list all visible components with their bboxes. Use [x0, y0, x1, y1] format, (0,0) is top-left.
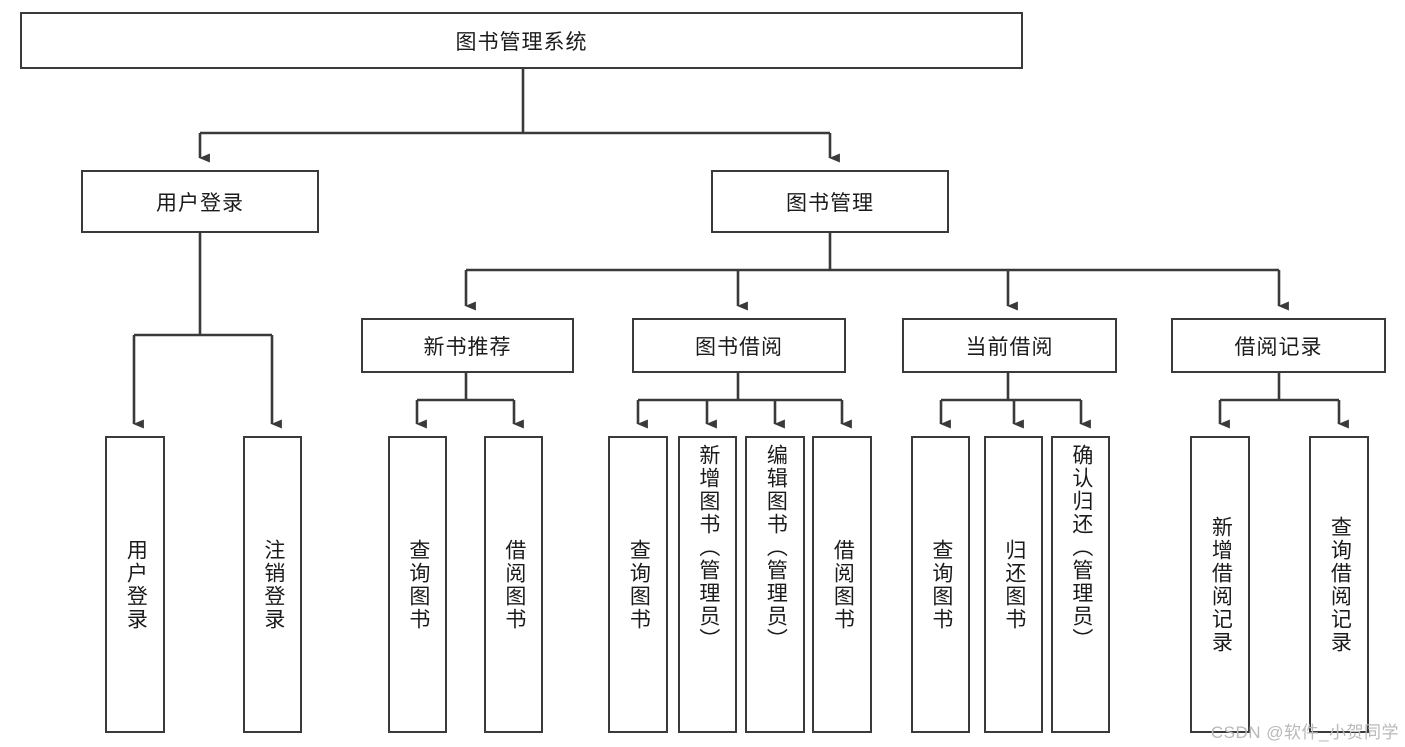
leaf-edit-book-admin[interactable]: 编辑图书（管理员）	[745, 436, 805, 733]
node-user-login[interactable]: 用户登录	[81, 170, 319, 233]
leaf-borrow-book[interactable]: 借阅图书	[812, 436, 872, 733]
leaf-query-book-recommend[interactable]: 查询图书	[388, 436, 447, 733]
node-book-management-label: 图书管理	[786, 191, 874, 215]
node-root[interactable]: 图书管理系统	[20, 12, 1023, 69]
leaf-label: 编辑图书（管理员）	[764, 444, 788, 651]
leaf-return-book[interactable]: 归还图书	[984, 436, 1043, 733]
leaf-label: 借阅图书	[502, 538, 526, 631]
node-user-login-label: 用户登录	[156, 191, 244, 215]
leaf-add-borrow-record[interactable]: 新增借阅记录	[1190, 436, 1250, 733]
leaf-label: 查询借阅记录	[1328, 515, 1352, 654]
leaf-add-book-admin[interactable]: 新增图书（管理员）	[678, 436, 737, 733]
node-borrow-records[interactable]: 借阅记录	[1171, 318, 1386, 373]
leaf-label: 查询图书	[627, 538, 651, 631]
leaf-label: 借阅图书	[831, 538, 855, 631]
leaf-label: 注销登录	[261, 538, 285, 631]
leaf-query-book-current[interactable]: 查询图书	[911, 436, 970, 733]
leaf-query-book-borrow[interactable]: 查询图书	[608, 436, 668, 733]
leaf-label: 归还图书	[1002, 538, 1026, 631]
node-new-book-recommend-label: 新书推荐	[423, 335, 512, 359]
leaf-label: 确认归还（管理员）	[1069, 444, 1093, 651]
node-book-management[interactable]: 图书管理	[711, 170, 949, 233]
watermark: CSDN @软件_小贺同学	[1210, 723, 1399, 742]
node-book-borrow-label: 图书借阅	[695, 335, 783, 359]
leaf-label: 新增借阅记录	[1209, 515, 1233, 654]
leaf-user-login[interactable]: 用户登录	[105, 436, 165, 733]
leaf-label: 查询图书	[929, 538, 953, 631]
node-borrow-records-label: 借阅记录	[1234, 335, 1323, 359]
node-root-label: 图书管理系统	[455, 30, 588, 54]
leaf-label: 查询图书	[406, 538, 430, 631]
leaf-label: 用户登录	[124, 538, 148, 631]
node-current-borrow[interactable]: 当前借阅	[902, 318, 1117, 373]
leaf-logout[interactable]: 注销登录	[243, 436, 302, 733]
leaf-query-borrow-record[interactable]: 查询借阅记录	[1309, 436, 1369, 733]
leaf-borrow-book-recommend[interactable]: 借阅图书	[484, 436, 543, 733]
node-current-borrow-label: 当前借阅	[965, 335, 1054, 359]
leaf-label: 新增图书（管理员）	[696, 444, 720, 651]
node-new-book-recommend[interactable]: 新书推荐	[361, 318, 574, 373]
leaf-confirm-return-admin[interactable]: 确认归还（管理员）	[1051, 436, 1110, 733]
node-book-borrow[interactable]: 图书借阅	[632, 318, 846, 373]
